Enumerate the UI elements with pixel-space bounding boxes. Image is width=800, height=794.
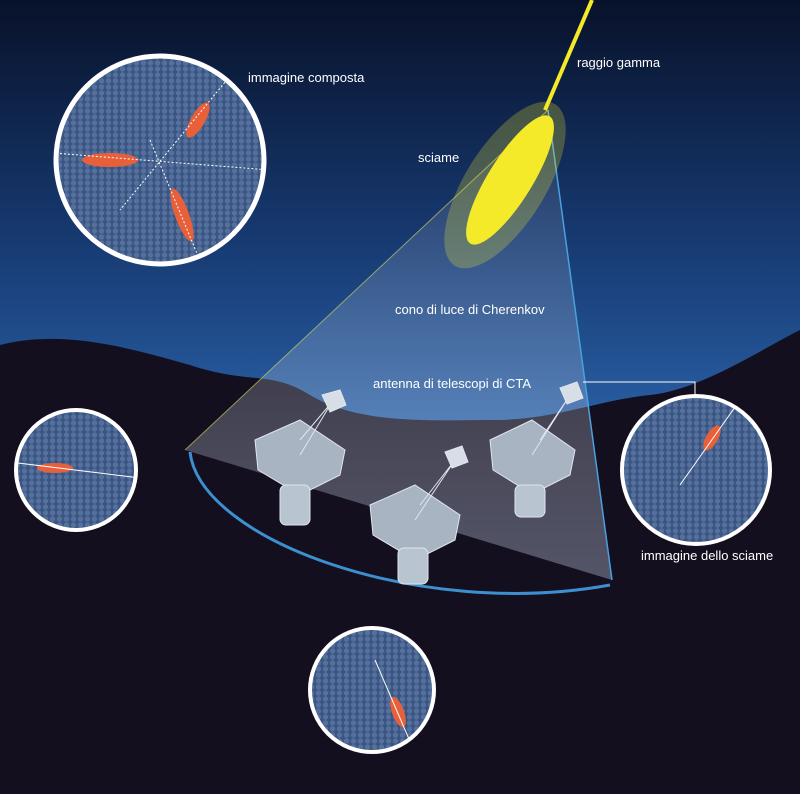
camera-image-left [14, 408, 138, 532]
telescope [489, 381, 584, 518]
label-composite-image: immagine composta [248, 70, 365, 85]
label-telescope-array: antenna di telescopi di CTA [373, 376, 532, 391]
label-shower: sciame [418, 150, 460, 165]
cone-edge-left [184, 109, 549, 451]
composite-camera-image [53, 53, 267, 267]
label-gamma-ray: raggio gamma [577, 55, 661, 70]
telescope [254, 389, 347, 526]
telescope-array [254, 381, 584, 585]
ground-footprint-arc [188, 451, 611, 595]
leader-line [583, 381, 696, 396]
camera-image-bottom [308, 626, 436, 754]
camera-image-right [620, 394, 772, 546]
gamma-ray [543, 0, 594, 111]
label-shower-image: immagine dello sciame [641, 548, 774, 563]
telescope [369, 445, 469, 585]
label-cherenkov-cone: cono di luce di Cherenkov [395, 302, 545, 317]
cone-edge-right [547, 109, 613, 581]
air-shower [444, 101, 566, 269]
